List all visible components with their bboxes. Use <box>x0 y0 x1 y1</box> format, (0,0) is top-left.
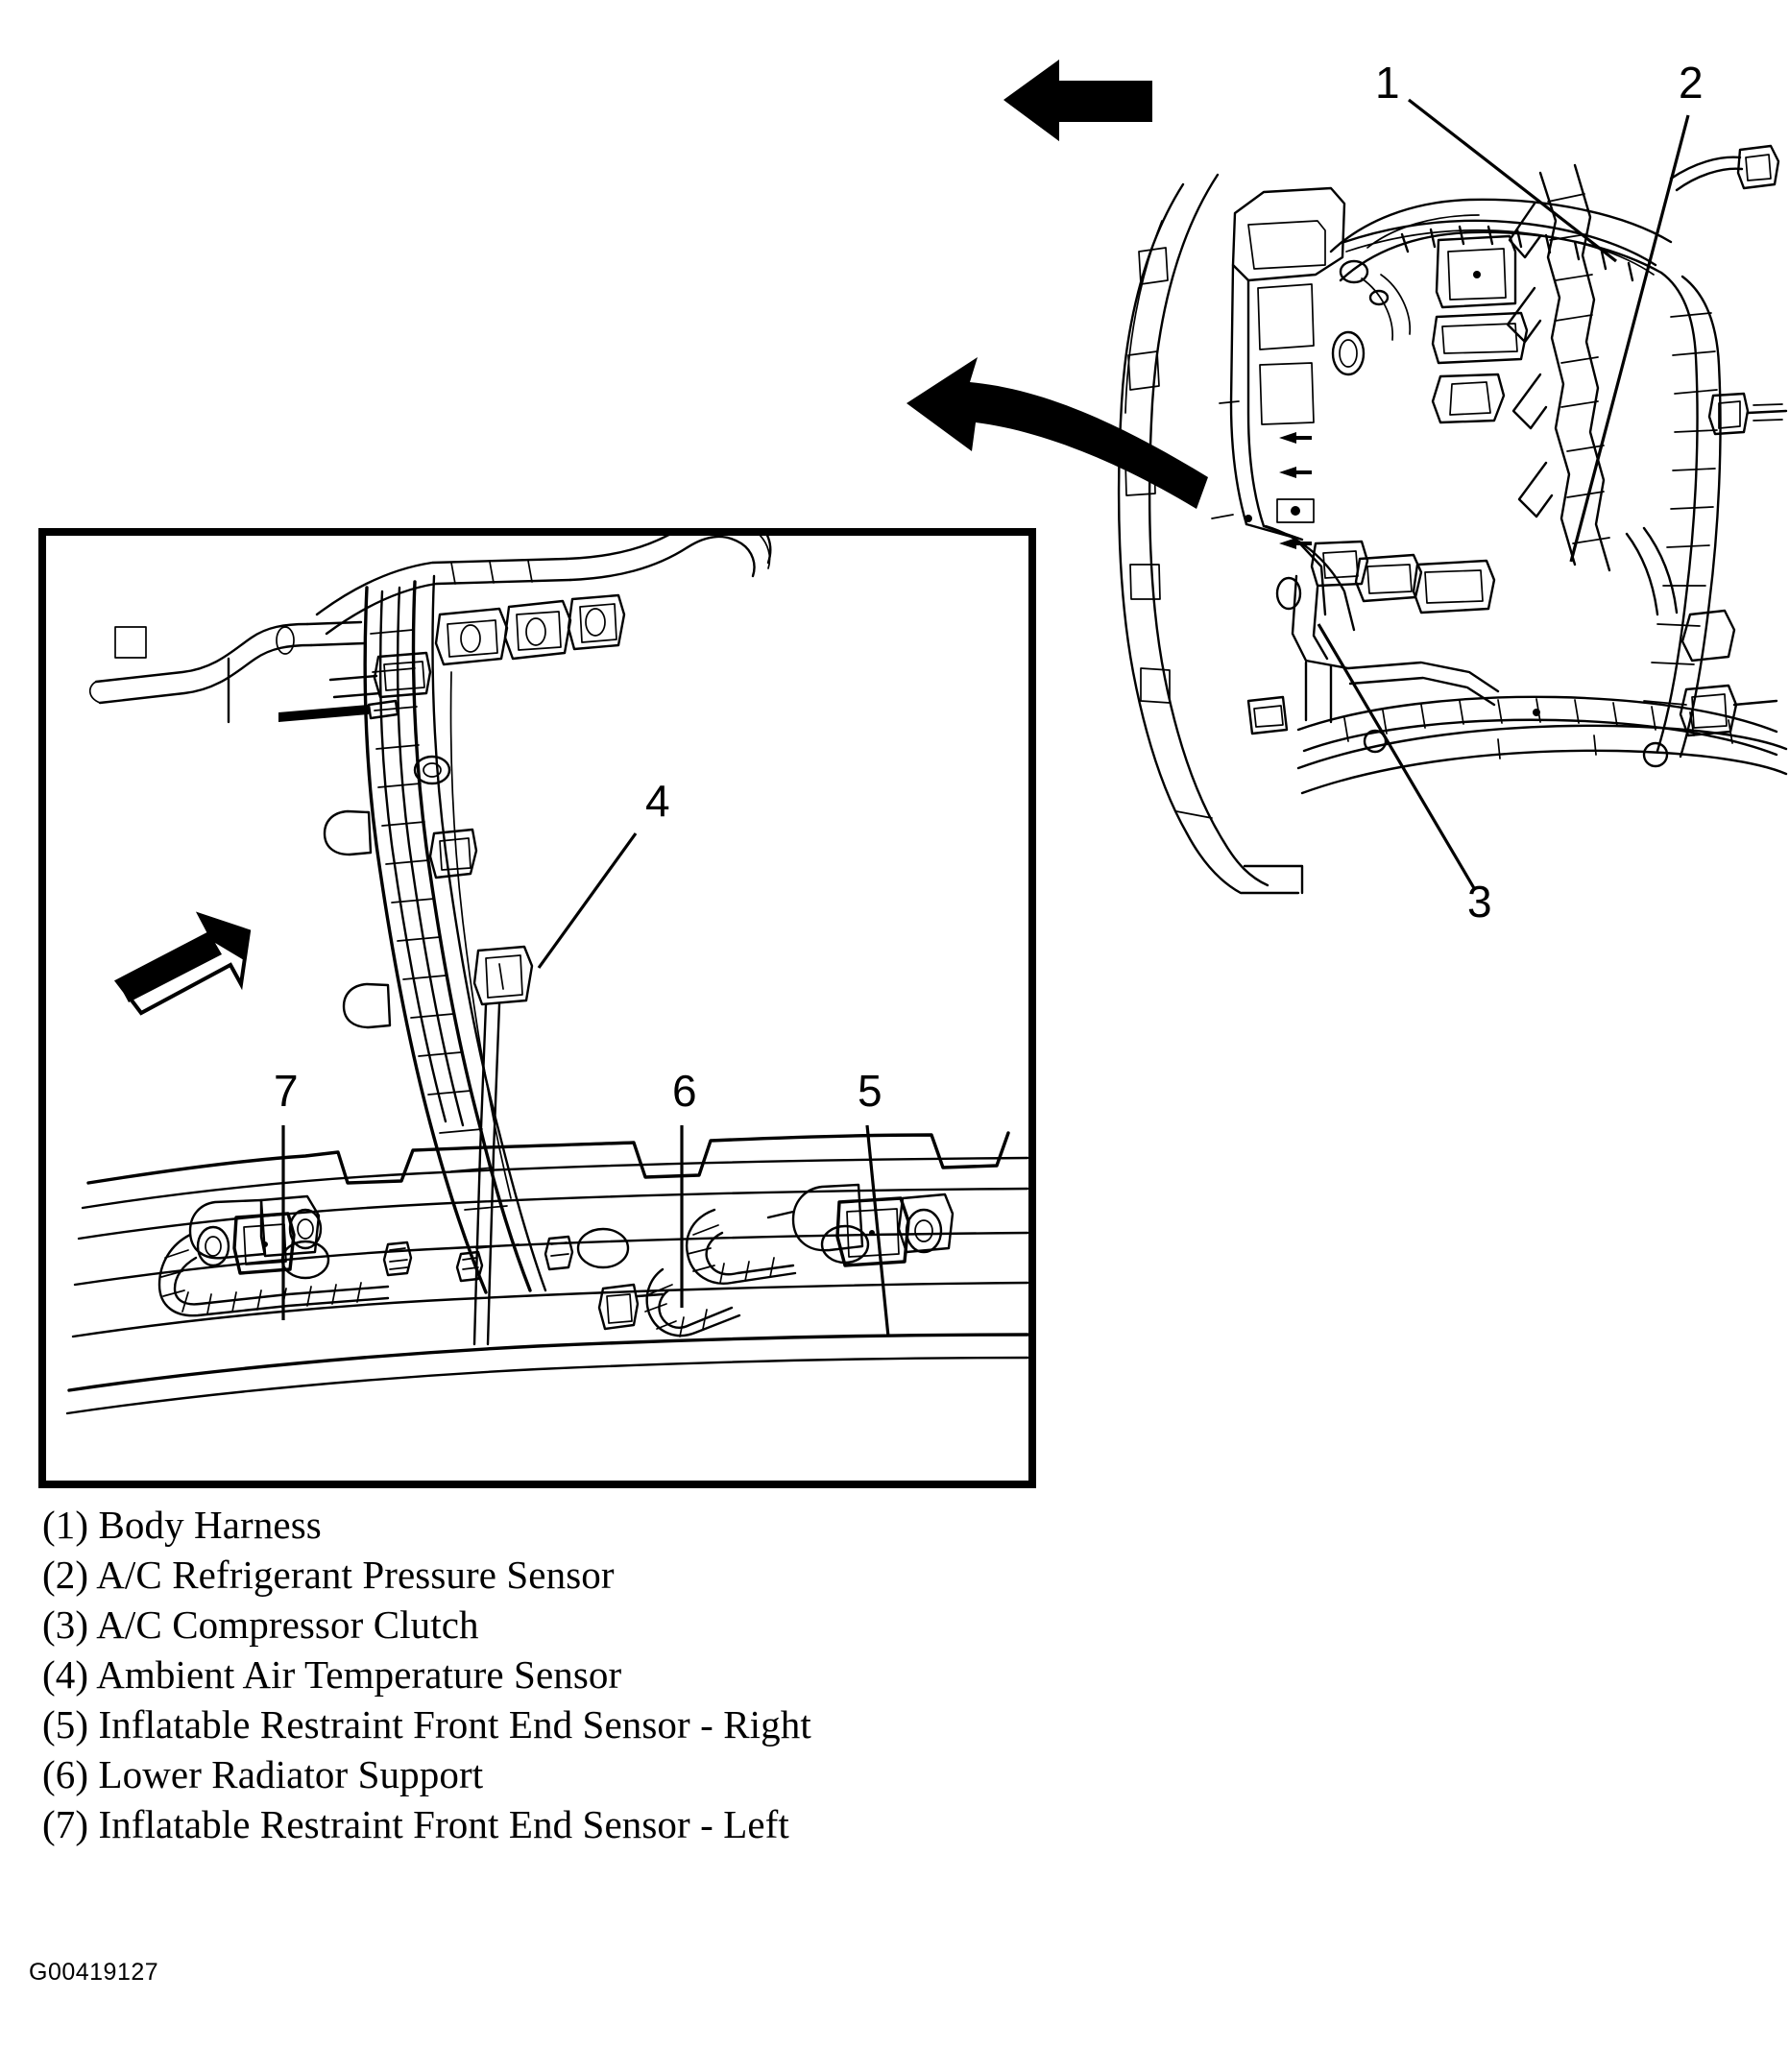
callout-number-4: 4 <box>645 776 670 826</box>
callout-number-3: 3 <box>1467 877 1492 927</box>
callout-leader-5 <box>865 1124 890 1337</box>
vehicle-front-end-illustration <box>1117 144 1788 895</box>
callout-leader-3 <box>1317 623 1476 889</box>
callout-leader-2 <box>1569 114 1690 563</box>
detail-view-illustration <box>65 536 1028 1415</box>
legend-item-3: (3) A/C Compressor Clutch <box>42 1602 479 1647</box>
legend-item-7: (7) Inflatable Restraint Front End Senso… <box>42 1802 789 1846</box>
legend-item-5: (5) Inflatable Restraint Front End Senso… <box>42 1702 811 1747</box>
callout-group-detail: 4 5 6 7 <box>274 776 890 1337</box>
legend-item-6: (6) Lower Radiator Support <box>42 1752 484 1796</box>
callout-number-2: 2 <box>1679 58 1704 108</box>
callout-leader-4 <box>537 832 638 969</box>
legend-list: (1) Body Harness (2) A/C Refrigerant Pre… <box>0 1500 1789 1849</box>
figure-area: 1 2 3 <box>38 58 1788 1488</box>
callout-number-6: 6 <box>672 1066 697 1116</box>
technical-illustration: 1 2 3 <box>38 58 1788 1488</box>
legend-item-4: (4) Ambient Air Temperature Sensor <box>42 1652 622 1697</box>
vehicle-front-direction-arrow <box>1003 60 1152 141</box>
callout-group-vehicle: 1 2 3 <box>1317 58 1704 927</box>
callout-leader-1 <box>1408 98 1617 263</box>
figure-id-code: G00419127 <box>29 1959 159 1986</box>
callout-number-1: 1 <box>1375 58 1400 108</box>
callout-number-7: 7 <box>274 1066 299 1116</box>
legend-item-1: (1) Body Harness <box>42 1503 322 1547</box>
detail-view-box <box>38 528 1036 1488</box>
callout-number-5: 5 <box>858 1066 882 1116</box>
legend-item-2: (2) A/C Refrigerant Pressure Sensor <box>42 1553 615 1597</box>
detail-front-direction-arrow <box>113 911 252 1016</box>
detail-view-curved-arrow <box>907 357 1208 509</box>
